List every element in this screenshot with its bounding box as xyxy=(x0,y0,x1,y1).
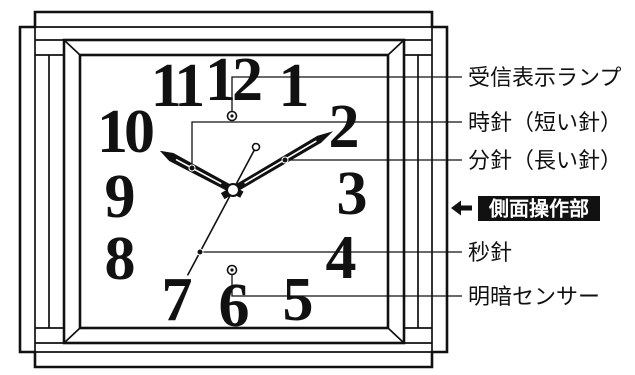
numeral-1: 1 xyxy=(279,52,307,120)
leader-anchor-dot xyxy=(281,156,289,164)
clock-frame xyxy=(18,10,449,369)
callout-label: 分針（長い針） xyxy=(468,148,622,173)
dial-bevel-corners xyxy=(63,39,405,344)
leader-line xyxy=(231,76,462,112)
dial-inner-border xyxy=(78,53,390,330)
callout-minute-hand: 分針（長い針） xyxy=(281,148,622,173)
second-hand-counterweight xyxy=(251,142,261,152)
callout-second-hand: 秒針 xyxy=(196,240,512,265)
callout-label: 時針（短い針） xyxy=(468,110,622,135)
label-box xyxy=(478,196,600,221)
callout-label: 秒針 xyxy=(468,240,512,265)
numeral-6: 6 xyxy=(219,272,249,340)
dial-outer-border xyxy=(62,38,406,345)
numeral-7: 7 xyxy=(162,266,192,334)
callout-side-controls: 側面操作部 xyxy=(451,196,600,221)
callout-label: 受信表示ランプ xyxy=(468,65,621,90)
leader-anchor-dot xyxy=(188,164,196,172)
callout-reception-lamp: 受信表示ランプ xyxy=(226,65,621,122)
callout-hour-hand: 時針（短い針） xyxy=(188,110,622,172)
callout-label: 明暗センサー xyxy=(468,284,600,309)
numeral-3: 3 xyxy=(337,160,366,228)
reception-lamp-center xyxy=(230,114,234,118)
numeral-2: 2 xyxy=(329,93,358,161)
hour-hand-inner-line xyxy=(175,159,222,185)
numeral-11: 11 xyxy=(151,52,203,120)
leader-line xyxy=(231,274,462,297)
center-cap xyxy=(226,183,240,197)
leader-anchor-dot xyxy=(196,248,204,256)
callout-light-sensor: 明暗センサー xyxy=(226,264,600,309)
numeral-4: 4 xyxy=(326,224,356,292)
arrow-left-icon xyxy=(451,200,472,216)
numeral-10: 10 xyxy=(97,98,153,166)
numeral-8: 8 xyxy=(105,225,134,293)
leader-line xyxy=(191,121,462,168)
numeral-9: 9 xyxy=(105,163,134,231)
numeral-5: 5 xyxy=(283,266,312,334)
minute-hand-inner-line xyxy=(244,140,317,184)
callout-label: 側面操作部 xyxy=(488,197,589,221)
clock-hands xyxy=(159,131,333,276)
light-sensor-center xyxy=(230,268,234,272)
numeral-12: 12 xyxy=(205,46,261,114)
